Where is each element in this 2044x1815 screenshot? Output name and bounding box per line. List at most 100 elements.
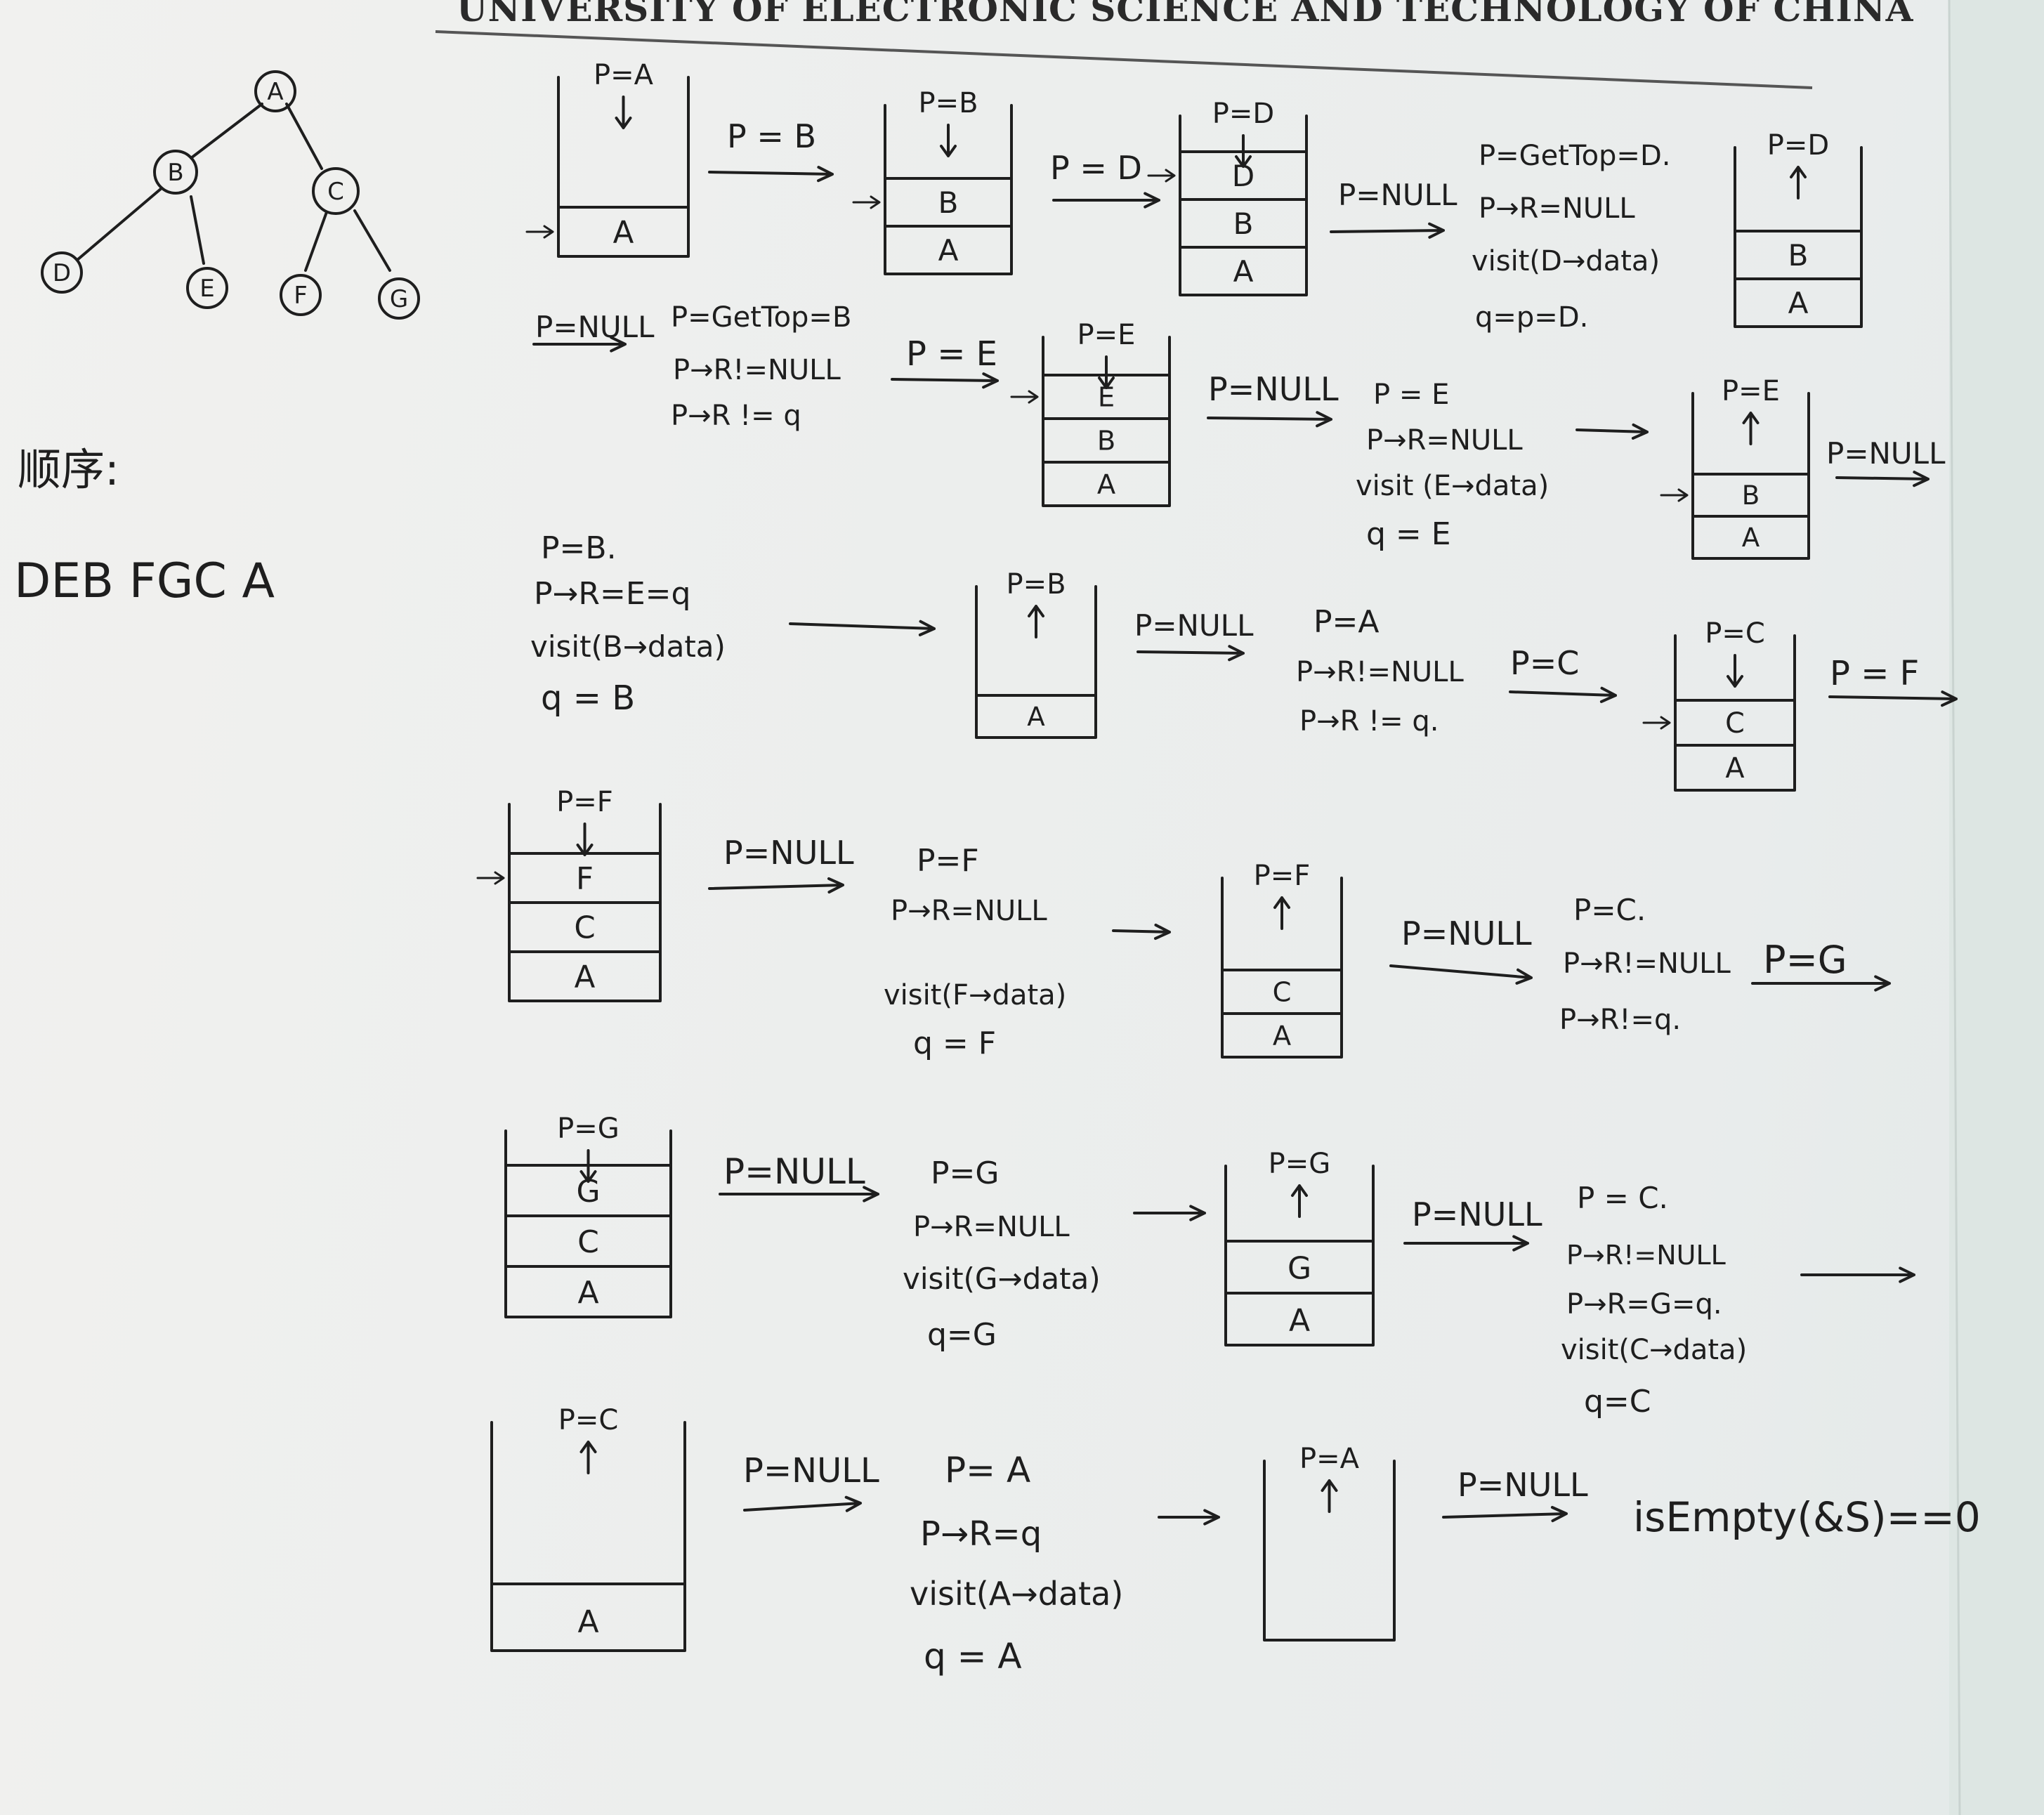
stack-outline — [557, 76, 690, 258]
stack-cell-label: A — [577, 1275, 598, 1311]
svg-text:visit (E→data): visit (E→data) — [1356, 470, 1549, 502]
svg-text:P=F: P=F — [917, 843, 979, 879]
transition-arrow-icon — [708, 877, 844, 894]
stack-pointer-label: P=A — [1299, 1443, 1360, 1475]
transition-arrow-icon — [1136, 645, 1245, 662]
svg-text:P=A: P=A — [1313, 604, 1380, 640]
note-n2: P=GetTop=B P→R!=NULL P→R != q — [671, 301, 851, 432]
arrow-labels: P = B P = D P=NULL P=NULL P = E P=NULL P… — [535, 117, 1946, 1504]
svg-text:visit(D→data): visit(D→data) — [1472, 245, 1660, 277]
svg-text:visit(C→data): visit(C→data) — [1561, 1334, 1747, 1366]
stack-7: AP=B — [975, 568, 1097, 739]
arrow-label-r1b: P = D — [1050, 149, 1142, 187]
stack-cell-label: A — [575, 959, 596, 995]
svg-text:q = B: q = B — [541, 679, 635, 718]
stack-pointer-label: P=E — [1722, 375, 1780, 407]
stack-cell-label: B — [938, 185, 959, 220]
stack-2: ABP=B — [852, 87, 1013, 275]
stack-cell-label: C — [1273, 977, 1292, 1009]
arrow-label-r5a: P=NULL — [723, 1151, 865, 1192]
svg-text:P=GetTop=D.: P=GetTop=D. — [1479, 140, 1670, 172]
arrow-label-r2b: P = E — [906, 334, 997, 374]
top-marker-icon — [525, 225, 554, 239]
arrow-label-r6a: P=NULL — [743, 1451, 879, 1490]
push-arrow-icon — [579, 1149, 597, 1183]
transition-arrow-icon — [1133, 1205, 1206, 1221]
svg-text:q=p=D.: q=p=D. — [1475, 301, 1588, 334]
stack-pointer-label: P=C — [1705, 617, 1765, 650]
stack-pointer-label: P=C — [558, 1404, 619, 1436]
note-n7: P=C. P→R!=NULL P→R!=q. — [1559, 893, 1731, 1036]
pop-arrow-icon — [1291, 1184, 1308, 1218]
push-arrow-icon — [1235, 134, 1252, 168]
svg-text:visit(A→data): visit(A→data) — [910, 1575, 1123, 1613]
stack-cell-label: A — [577, 1604, 598, 1639]
stack-cell-label: C — [1725, 707, 1745, 740]
order-label: 顺序: — [18, 444, 119, 495]
arrow-label-r1a: P = B — [727, 117, 816, 155]
top-marker-icon — [476, 871, 505, 885]
stack-pointer-label: P=G — [557, 1113, 620, 1145]
arrow-label-r4c: P=G — [1763, 938, 1847, 982]
arrow-label-r4a: P=NULL — [723, 834, 854, 872]
arrow-label-r4b: P=NULL — [1401, 915, 1532, 952]
transition-arrow-icon — [1751, 975, 1891, 992]
push-arrow-icon — [1098, 355, 1115, 389]
stack-outline — [504, 1129, 672, 1318]
transition-arrow-icon — [1835, 471, 1930, 487]
svg-text:P→R!=NULL: P→R!=NULL — [673, 354, 841, 386]
stack-cell-label: B — [1742, 480, 1760, 511]
svg-text:P→R=G=q.: P→R=G=q. — [1566, 1288, 1722, 1321]
push-arrow-icon — [576, 823, 594, 856]
stack-pointer-label: P=B — [1006, 568, 1066, 601]
stack-cell-label: B — [1233, 207, 1254, 241]
svg-text:q = A: q = A — [924, 1636, 1022, 1677]
transition-arrow-icon — [1800, 1266, 1915, 1283]
transition-arrow-icon — [1052, 192, 1160, 209]
note-n3: P = E P→R=NULL visit (E→data) q = E — [1356, 379, 1549, 552]
stack-outline — [1691, 392, 1810, 560]
stack-pointer-label: P=D — [1767, 129, 1829, 162]
tree-node-g: G — [390, 285, 408, 313]
stack-cell-label: A — [613, 215, 634, 250]
arrow-label-r3c: P = F — [1830, 654, 1919, 693]
arrow-label-r2c: P=NULL — [1208, 370, 1339, 408]
note-n10: P= A P→R=q visit(A→data) q = A — [910, 1450, 1123, 1677]
stack-pointer-label: P=E — [1077, 319, 1136, 351]
svg-text:q=C: q=C — [1584, 1384, 1651, 1420]
stack-12: AGP=G — [1224, 1148, 1375, 1346]
stack-cell-label: C — [574, 910, 595, 945]
svg-text:P=B.: P=B. — [541, 530, 617, 566]
note-n8: P=G P→R=NULL visit(G→data) q=G — [903, 1155, 1101, 1353]
transition-arrow-icon — [1207, 411, 1332, 428]
stack-10: ACP=F — [1221, 860, 1343, 1059]
svg-text:P=G: P=G — [931, 1155, 1000, 1191]
university-header: UNIVERSITY OF ELECTRONIC SCIENCE AND TEC… — [457, 0, 1914, 30]
transition-arrow-icon — [1330, 222, 1445, 239]
arrow-label-r3b: P=C — [1510, 644, 1579, 682]
arrow-label-r5b: P=NULL — [1412, 1195, 1542, 1233]
tree-node-c: C — [327, 178, 344, 206]
stack-cell-label: G — [1288, 1250, 1311, 1286]
stack-cell-label: B — [1788, 238, 1809, 273]
svg-text:P→R=NULL: P→R=NULL — [913, 1211, 1070, 1243]
stack-pointer-label: P=G — [1269, 1148, 1331, 1180]
arrow-label-r2d: P=NULL — [1826, 436, 1946, 471]
top-marker-icon — [1660, 488, 1689, 502]
svg-text:P = E: P = E — [1373, 379, 1449, 411]
tree-node-b: B — [167, 159, 183, 187]
stack-cell-label: A — [1742, 522, 1760, 553]
pop-arrow-icon — [1321, 1479, 1338, 1513]
svg-text:P= A: P= A — [945, 1450, 1030, 1490]
stack-outline — [975, 585, 1097, 739]
pop-arrow-icon — [1273, 896, 1290, 930]
top-marker-icon — [1010, 390, 1039, 404]
stack-outline — [1179, 114, 1308, 296]
transition-arrow-icon — [743, 1495, 862, 1512]
svg-text:P→R=NULL: P→R=NULL — [1366, 424, 1523, 457]
stack-1: AP=A — [525, 59, 690, 258]
tree-node-f: F — [294, 282, 308, 310]
transition-arrow-icon — [708, 166, 834, 183]
